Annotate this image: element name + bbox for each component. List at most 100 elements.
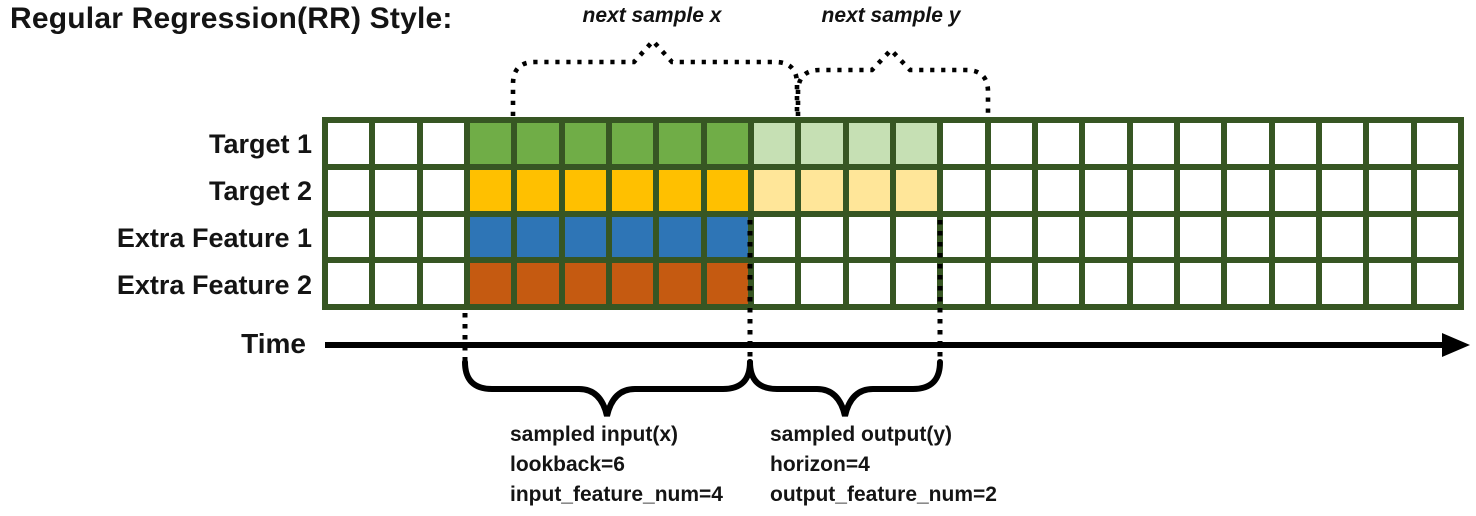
grid-cell <box>801 263 843 304</box>
grid-cell <box>422 123 464 164</box>
grid-cell <box>659 263 701 304</box>
grid-cell <box>659 216 701 258</box>
sampled-input-brace <box>462 359 753 417</box>
grid-cell <box>422 169 464 211</box>
grid-cell <box>517 216 559 258</box>
grid-cell <box>1179 123 1222 164</box>
grid-cell <box>1132 123 1174 164</box>
grid-cell <box>1037 263 1080 304</box>
grid-cell <box>848 216 890 258</box>
grid-cell <box>1227 123 1269 164</box>
grid-cell <box>990 263 1032 304</box>
grid-cell <box>990 169 1032 211</box>
sampled-input-caption-line-2: lookback=6 <box>510 453 625 476</box>
grid-cell <box>1369 263 1411 304</box>
grid-cell <box>375 263 417 304</box>
grid-cell <box>469 123 512 164</box>
grid-cell <box>1321 216 1364 258</box>
grid-cell <box>848 123 890 164</box>
row-label-target-2: Target 2 <box>208 176 312 206</box>
grid-cell <box>706 169 748 211</box>
grid-cell <box>1085 216 1127 258</box>
grid-cell <box>753 216 796 258</box>
grid-cell <box>1274 123 1316 164</box>
grid-cell <box>943 123 985 164</box>
grid-cell <box>895 263 938 304</box>
grid-cell <box>1227 216 1269 258</box>
grid-cell <box>801 216 843 258</box>
grid-cell <box>1132 263 1174 304</box>
grid-cell <box>611 263 654 304</box>
grid-cell <box>1132 216 1174 258</box>
grid-cell <box>753 123 796 164</box>
next-sample-y-label: next sample y <box>821 4 961 27</box>
grid-cell <box>564 169 606 211</box>
grid-cell <box>659 169 701 211</box>
grid-cell <box>1321 169 1364 211</box>
grid-cell <box>1416 216 1458 258</box>
grid-cell <box>328 216 370 258</box>
grid-cell <box>1274 169 1316 211</box>
grid-cell <box>753 169 796 211</box>
grid-cell <box>895 216 938 258</box>
grid-cell <box>564 263 606 304</box>
grid-cell <box>1321 263 1364 304</box>
row-label-extra-feature-2: Extra Feature 2 <box>116 270 312 300</box>
grid-cell <box>1227 263 1269 304</box>
grid-cell <box>990 216 1032 258</box>
page-title: Regular Regression(RR) Style: <box>10 2 453 35</box>
grid-cell <box>611 169 654 211</box>
sampled-output-caption-line-3: output_feature_num=2 <box>770 483 997 506</box>
grid-cell <box>469 263 512 304</box>
grid-cell <box>517 263 559 304</box>
grid-cell <box>564 216 606 258</box>
sampling-grid <box>322 117 1464 310</box>
grid-cell <box>753 263 796 304</box>
sampled-output-caption-line-1: sampled output(y) <box>770 423 952 446</box>
grid-cell <box>1369 216 1411 258</box>
grid-cell <box>895 169 938 211</box>
grid-cell <box>375 123 417 164</box>
next-sample-y-brace <box>795 46 991 116</box>
grid-cell <box>1085 123 1127 164</box>
grid-cell <box>1416 263 1458 304</box>
grid-cell <box>659 123 701 164</box>
grid-cell <box>375 216 417 258</box>
row-label-target-1: Target 1 <box>208 129 312 159</box>
grid-cell <box>1085 169 1127 211</box>
grid-cell <box>990 123 1032 164</box>
grid-cell <box>1321 123 1364 164</box>
grid-cell <box>469 169 512 211</box>
grid-cell <box>1416 123 1458 164</box>
grid-cell <box>943 263 985 304</box>
grid-cell <box>1037 169 1080 211</box>
next-sample-x-label: next sample x <box>582 4 722 27</box>
grid-cell <box>1179 263 1222 304</box>
time-axis-label: Time <box>241 328 306 359</box>
grid-cell <box>943 216 985 258</box>
grid-cell <box>1274 263 1316 304</box>
grid-cell <box>943 169 985 211</box>
grid-cell <box>328 123 370 164</box>
grid-cell <box>1037 216 1080 258</box>
grid-cell <box>517 123 559 164</box>
grid-cell <box>706 263 748 304</box>
grid-cell <box>1369 123 1411 164</box>
time-axis-arrowhead <box>1442 333 1470 357</box>
row-label-extra-feature-1: Extra Feature 1 <box>116 223 312 253</box>
sampled-output-caption-line-2: horizon=4 <box>770 453 870 476</box>
grid-cell <box>328 263 370 304</box>
grid-cell <box>422 263 464 304</box>
grid-cell <box>706 123 748 164</box>
grid-cell <box>328 169 370 211</box>
grid-cell <box>469 216 512 258</box>
grid-cell <box>1179 216 1222 258</box>
grid-cell <box>1274 216 1316 258</box>
grid-cell <box>517 169 559 211</box>
grid-cell <box>1132 169 1174 211</box>
grid-cell <box>1416 169 1458 211</box>
grid-cell <box>422 216 464 258</box>
next-sample-x-brace <box>510 37 800 116</box>
grid-cell <box>375 169 417 211</box>
grid-cell <box>1179 169 1222 211</box>
